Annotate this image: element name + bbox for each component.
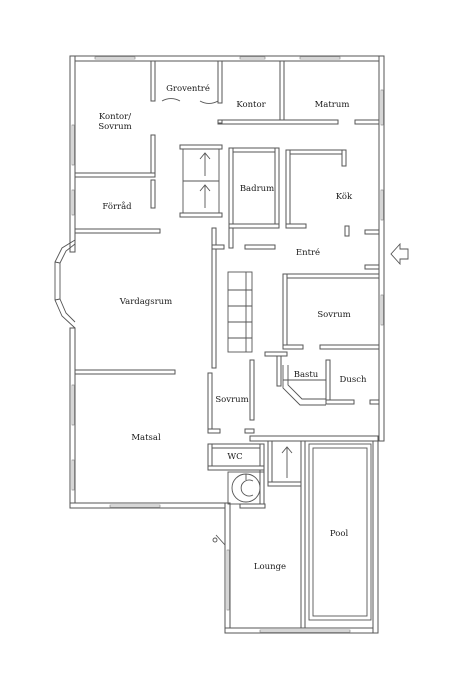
label-kontor-sovrum-1: Kontor/ <box>99 112 131 122</box>
windows <box>71 56 384 633</box>
entrance-arrow-icon[interactable] <box>390 242 409 266</box>
stair-flight-north <box>182 148 220 214</box>
label-bastu: Bastu <box>294 370 319 380</box>
label-forrad: Förråd <box>102 200 132 212</box>
stair-flight-middle <box>227 271 253 353</box>
label-vardagsrum: Vardagsrum <box>119 297 172 307</box>
room-labels: Kontor/ Sovrum Groventré Kontor Matrum B… <box>98 83 367 572</box>
label-wc: WC <box>227 452 242 462</box>
spiral-stair-icon <box>227 471 265 505</box>
label-matrum: Matrum <box>315 100 350 110</box>
interior-walls <box>74 60 380 629</box>
label-kontor-sovrum-2: Sovrum <box>98 122 131 132</box>
label-entre: Entré <box>296 247 320 258</box>
sauna-bench <box>282 365 326 406</box>
label-kontor: Kontor <box>236 100 266 110</box>
stair-flight-lounge <box>281 446 293 478</box>
label-pool: Pool <box>330 529 349 539</box>
label-lounge: Lounge <box>254 562 286 572</box>
bay-window <box>54 239 76 329</box>
label-groventre: Groventré <box>166 83 210 94</box>
label-dusch: Dusch <box>340 375 367 385</box>
label-sovrum-east: Sovrum <box>317 310 350 320</box>
doors <box>161 98 226 546</box>
label-matsal: Matsal <box>131 433 161 443</box>
label-kok: Kök <box>336 192 353 202</box>
pool-basin <box>308 443 372 621</box>
label-badrum: Badrum <box>240 184 274 194</box>
label-sovrum-small: Sovrum <box>215 395 248 405</box>
